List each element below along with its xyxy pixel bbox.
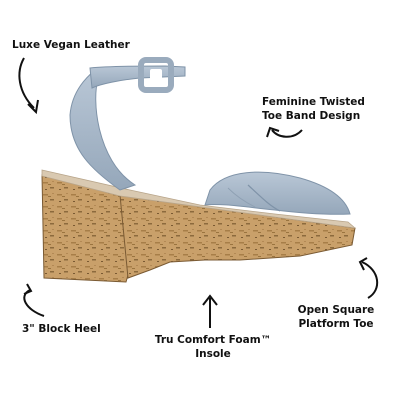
arrow-platform	[361, 261, 378, 299]
insole	[41, 169, 357, 229]
heel-counter	[69, 69, 137, 191]
callout-luxe-vegan-leather: Luxe Vegan Leather	[12, 39, 130, 51]
arrow-leather	[18, 57, 35, 109]
arrow-heel	[23, 289, 45, 317]
callout-block-heel: 3" Block Heel	[22, 323, 101, 335]
toe-band	[204, 171, 351, 215]
callout-open-square-platform-toe: Open Square Platform Toe	[297, 304, 375, 330]
callout-comfort-foam-insole: Tru Comfort Foam™ Insole	[154, 334, 272, 360]
arrow-toe-band	[271, 129, 303, 138]
buckle	[138, 57, 174, 93]
platform-sole	[119, 194, 356, 279]
callout-twisted-toe-band: Feminine Twisted Toe Band Design	[262, 96, 365, 122]
